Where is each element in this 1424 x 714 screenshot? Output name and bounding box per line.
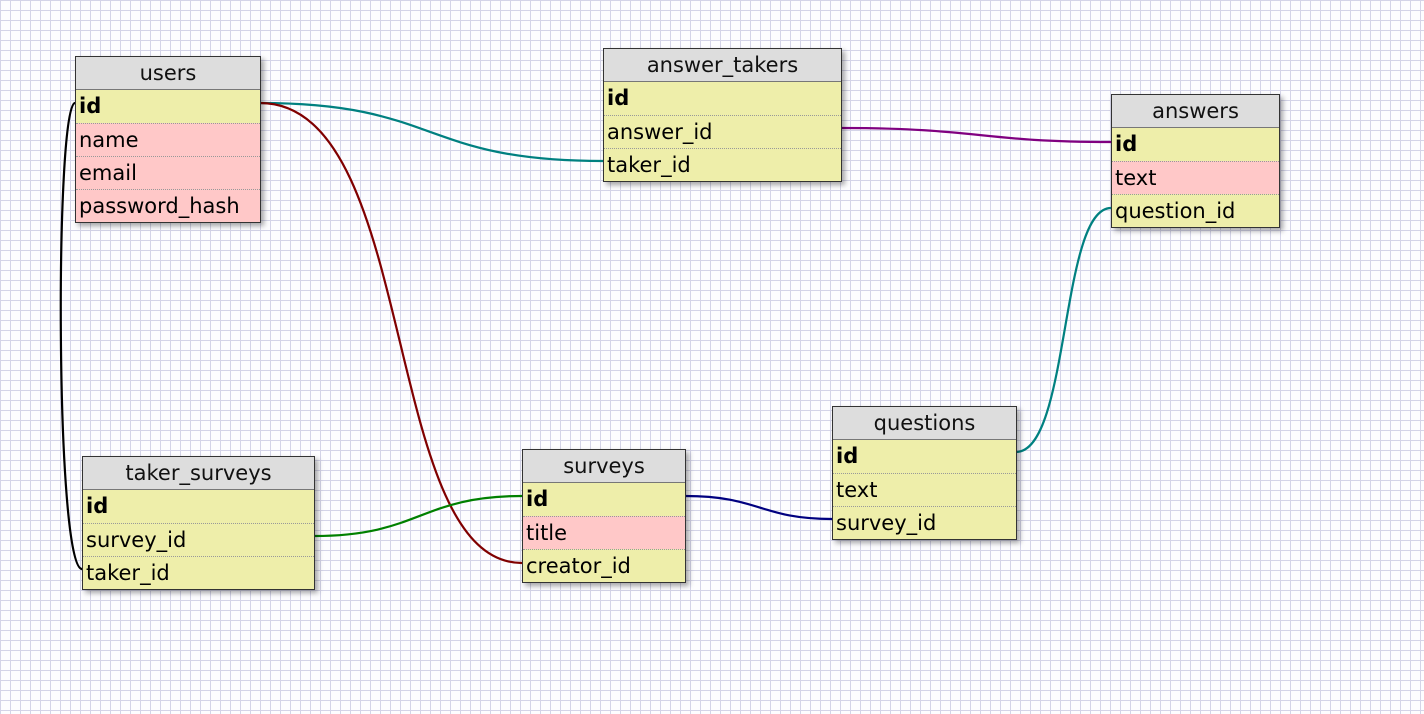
table-questions-title[interactable]: questions — [833, 407, 1016, 440]
answer-takers-column-answer-id[interactable]: answer_id — [604, 115, 841, 148]
relation-taker-surveys-taker-id-users-id[interactable] — [59, 101, 84, 571]
table-surveys-title[interactable]: surveys — [523, 450, 685, 483]
table-taker-surveys-title[interactable]: taker_surveys — [83, 457, 314, 490]
table-users[interactable]: users id name email password_hash — [75, 56, 261, 223]
questions-column-text[interactable]: text — [833, 473, 1016, 506]
answer-takers-column-id[interactable]: id — [607, 86, 630, 110]
relation-surveys-creator-id-users-id[interactable] — [259, 101, 523, 565]
questions-column-id[interactable]: id — [836, 444, 859, 468]
table-answer-takers-title[interactable]: answer_takers — [604, 49, 841, 82]
questions-column-survey-id[interactable]: survey_id — [833, 506, 1016, 539]
users-column-name[interactable]: name — [76, 123, 260, 156]
users-column-id[interactable]: id — [79, 94, 102, 118]
users-column-email[interactable]: email — [76, 156, 260, 189]
surveys-column-creator-id[interactable]: creator_id — [523, 549, 685, 582]
relation-answers-question-id-questions-id[interactable] — [1015, 206, 1112, 454]
table-surveys[interactable]: surveys id title creator_id — [522, 449, 686, 583]
table-answers-title[interactable]: answers — [1112, 95, 1279, 128]
users-column-password-hash[interactable]: password_hash — [76, 189, 260, 222]
taker-surveys-column-id[interactable]: id — [86, 494, 109, 518]
answers-column-text[interactable]: text — [1112, 161, 1279, 194]
answers-column-id[interactable]: id — [1115, 132, 1138, 156]
table-users-title[interactable]: users — [76, 57, 260, 90]
taker-surveys-column-survey-id[interactable]: survey_id — [83, 523, 314, 556]
taker-surveys-column-taker-id[interactable]: taker_id — [83, 556, 314, 589]
table-answers[interactable]: answers id text question_id — [1111, 94, 1280, 228]
answer-takers-column-taker-id[interactable]: taker_id — [604, 148, 841, 181]
relation-answer-takers-taker-id-users-id[interactable] — [259, 101, 604, 163]
table-taker-surveys[interactable]: taker_surveys id survey_id taker_id — [82, 456, 315, 590]
answers-column-question-id[interactable]: question_id — [1112, 194, 1279, 227]
table-answer-takers[interactable]: answer_takers id answer_id taker_id — [603, 48, 842, 182]
relation-taker-surveys-survey-id-surveys-id[interactable] — [313, 494, 523, 538]
table-questions[interactable]: questions id text survey_id — [832, 406, 1017, 540]
relation-questions-survey-id-surveys-id[interactable] — [684, 494, 833, 521]
surveys-column-id[interactable]: id — [526, 487, 549, 511]
relation-answer-takers-answer-id-answers-id[interactable] — [840, 126, 1112, 144]
surveys-column-title[interactable]: title — [523, 516, 685, 549]
